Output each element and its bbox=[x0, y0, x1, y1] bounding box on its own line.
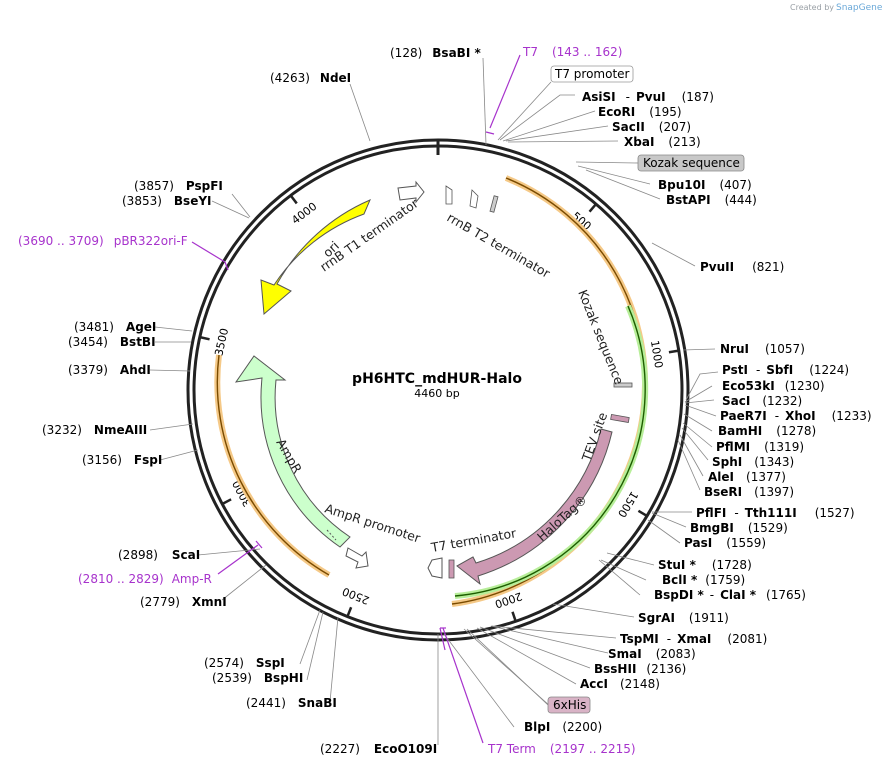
site-pflmi: PflMI(1319) bbox=[716, 440, 804, 454]
site-bsshii: BssHII(2136) bbox=[594, 662, 686, 676]
site-acci: AccI(2148) bbox=[580, 677, 660, 691]
site-bcli: BclI *(1759) bbox=[662, 573, 745, 587]
site-bmgbi: BmgBI(1529) bbox=[690, 521, 788, 535]
primer-t7-term: T7 Term(2197 .. 2215) bbox=[487, 742, 636, 756]
feature-ori bbox=[260, 199, 371, 316]
tick-label-4000: 4000 bbox=[289, 200, 319, 227]
site-bspdi-clai: BspDI *-ClaI *(1765) bbox=[654, 588, 806, 602]
primer-t7: T7(143 .. 162) bbox=[522, 45, 622, 59]
site-bstapi: BstAPI(444) bbox=[666, 193, 757, 207]
primer-pbr322ori-f: (3690 .. 3709)pBR322ori-F bbox=[18, 234, 188, 248]
box-t7-promoter: T7 promoter bbox=[554, 67, 630, 81]
site-tspmi-xmai: TspMI-XmaI(2081) bbox=[620, 632, 767, 646]
primer-markers bbox=[191, 54, 521, 744]
site-xmni: (2779)XmnI bbox=[140, 595, 227, 609]
label-rrnb-t1: rrnB T1 terminator bbox=[317, 195, 422, 274]
site-psti-sbfi: PstI-SbfI(1224) bbox=[722, 363, 849, 377]
tick-mark-3000 bbox=[221, 498, 232, 506]
site-pflfi-tth111i: PflFI-Tth111I(1527) bbox=[696, 506, 855, 520]
site-labels: (128)BsaBI * (4263)NdeI AsiSI-PvuI(187) … bbox=[42, 46, 872, 756]
box-leaders bbox=[466, 81, 639, 706]
site-bamhi: BamHI(1278) bbox=[718, 424, 816, 438]
site-saci: SacI(1232) bbox=[722, 394, 802, 408]
site-pspfi: (3857)PspFI bbox=[134, 179, 223, 193]
site-ahdi: (3379)AhdI bbox=[68, 363, 151, 377]
site-pvuii: PvuII(821) bbox=[700, 260, 784, 274]
box-6xhis: 6xHis bbox=[553, 698, 586, 712]
snapgene-logo-text: SnapGene bbox=[836, 3, 883, 13]
site-nrui: NruI(1057) bbox=[720, 342, 805, 356]
site-ndei: (4263)NdeI bbox=[270, 71, 351, 85]
tick-mark-1500 bbox=[637, 509, 648, 518]
site-smai: SmaI(2083) bbox=[608, 647, 696, 661]
site-ecori: EcoRI(195) bbox=[598, 105, 682, 119]
site-scai: (2898)ScaI bbox=[118, 548, 200, 562]
site-leaders bbox=[149, 57, 719, 745]
site-alei: AleI(1377) bbox=[708, 470, 786, 484]
site-agei: (3481)AgeI bbox=[74, 320, 156, 334]
tick-label-3500: 3500 bbox=[212, 327, 231, 357]
site-beseri: BseRI(1397) bbox=[704, 485, 794, 499]
credit-prefix: Created by bbox=[790, 3, 834, 12]
site-bpu10i: Bpu10I(407) bbox=[658, 178, 752, 192]
plasmid-name: pH6HTC_mdHUR-Halo bbox=[352, 371, 522, 387]
site-sacii: SacII(207) bbox=[612, 120, 691, 134]
site-ecoo109i: (2227)EcoO109I bbox=[320, 742, 437, 756]
site-pasi: PasI(1559) bbox=[684, 536, 766, 550]
tick-label-1000: 1000 bbox=[648, 339, 665, 369]
tick-mark-3500 bbox=[199, 335, 210, 341]
primer-amp-r: (2810 .. 2829)Amp-R bbox=[78, 572, 212, 586]
site-eco53ki: Eco53kI(1230) bbox=[722, 379, 825, 393]
site-bsphi: (2539)BspHI bbox=[212, 671, 303, 685]
tick-mark-4000 bbox=[289, 194, 298, 205]
label-t7-terminator: T7 terminator bbox=[429, 525, 518, 555]
orf-arc-green bbox=[454, 304, 649, 599]
site-snabi: (2441)SnaBI bbox=[246, 696, 337, 710]
site-fspi: (3156)FspI bbox=[82, 453, 162, 467]
feature-small-markers bbox=[345, 180, 633, 579]
site-sphi: SphI(1343) bbox=[712, 455, 794, 469]
site-bsabi: (128)BsaBI * bbox=[390, 46, 481, 60]
site-asisi-pvui: AsiSI-PvuI(187) bbox=[582, 90, 714, 104]
site-paer7i-xhoi: PaeR7I-XhoI(1233) bbox=[720, 409, 872, 423]
label-kozak: Kozak sequence bbox=[575, 288, 627, 387]
site-stui: StuI *(1728) bbox=[658, 558, 752, 572]
tick-mark-2000 bbox=[511, 611, 517, 622]
label-rrnb-t2: rrnB T2 terminator bbox=[445, 210, 554, 282]
primer-labels: T7(143 .. 162) (3690 .. 3709)pBR322ori-F… bbox=[18, 45, 636, 756]
site-sgrai: SgrAI(1911) bbox=[638, 611, 729, 625]
box-kozak: Kozak sequence bbox=[643, 156, 740, 170]
tick-mark-2500 bbox=[346, 606, 353, 618]
site-xbai: XbaI(213) bbox=[624, 135, 701, 149]
feature-ampr bbox=[234, 355, 351, 548]
site-bstbi: (3454)BstBI bbox=[68, 335, 156, 349]
tick-mark-1000 bbox=[668, 349, 680, 354]
tick-label-2500: 2500 bbox=[340, 584, 371, 606]
plasmid-size: 4460 bp bbox=[414, 387, 459, 400]
tick-mark-500 bbox=[588, 203, 597, 213]
feature-halotag bbox=[456, 428, 613, 586]
site-nmeaiii: (3232)NmeAIII bbox=[42, 423, 147, 437]
site-blpi: BlpI(2200) bbox=[524, 720, 602, 734]
site-sspi: (2574)SspI bbox=[204, 656, 285, 670]
site-bseyi: (3853)BseYI bbox=[122, 194, 212, 208]
